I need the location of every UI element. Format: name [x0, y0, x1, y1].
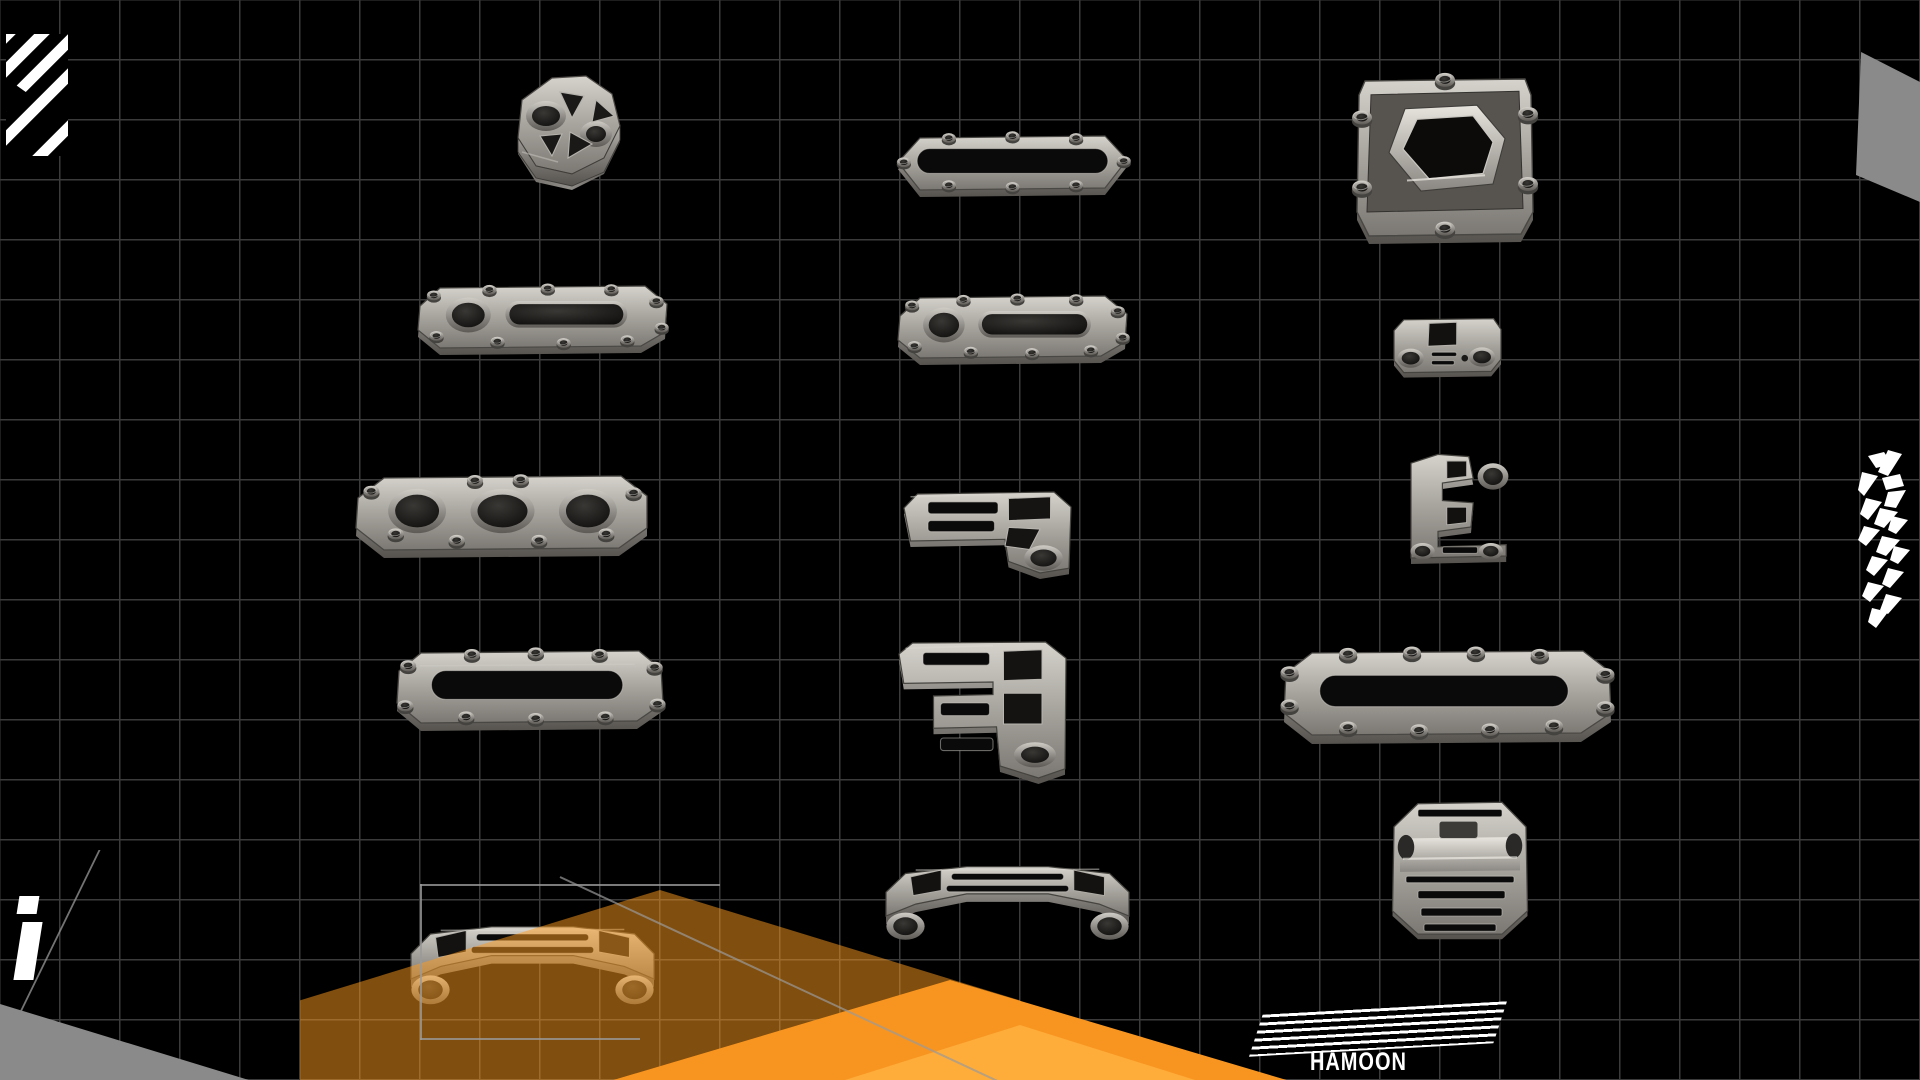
offset-bore-plate[interactable] [890, 290, 1135, 365]
hex-window-flange-plate-render [1351, 72, 1539, 244]
hex-cylinder-head-block-render [517, 75, 621, 190]
logo-wordmark: HAMOON [1310, 1048, 1407, 1076]
c-bracket-double-rib[interactable] [895, 640, 1070, 784]
letter-i-dot [16, 896, 40, 914]
vertical-glyph-right-edge-icon [1858, 450, 1914, 630]
c-bracket-double-rib-render [898, 641, 1067, 784]
l-bracket-upper-render [903, 491, 1072, 579]
offset-bore-plate-render [897, 293, 1130, 365]
twin-bore-manifold-plate[interactable] [410, 280, 675, 355]
finned-cylindrical-housing-render [1391, 801, 1529, 940]
twin-bore-spacer-block-render [1393, 317, 1502, 378]
orange-chevron-bright [600, 980, 1300, 1080]
hamoon-logo: HAMOON [1248, 1001, 1508, 1076]
forked-yoke-bracket-render [1410, 453, 1509, 564]
hex-window-flange-plate[interactable] [1345, 65, 1545, 244]
triple-port-gasket-plate[interactable] [350, 470, 655, 558]
letter-i-stem [13, 922, 43, 980]
chevron-stripes-top-left-icon [6, 34, 68, 156]
arched-cross-member-left-render [410, 926, 655, 1005]
slotted-frame-rail-right[interactable] [1270, 645, 1625, 744]
orange-chevron-light [740, 1025, 1300, 1080]
slotted-frame-rail-right-render [1280, 646, 1615, 744]
slotted-link-bar-top-render [896, 131, 1131, 197]
twin-bore-spacer-block[interactable] [1390, 315, 1505, 378]
letter-i-mark-bottom-left [13, 896, 43, 980]
gray-parallelogram-top-right [1856, 52, 1920, 202]
forked-yoke-bracket[interactable] [1405, 450, 1515, 564]
triple-port-gasket-plate-render [355, 474, 648, 558]
hex-cylinder-head-block[interactable] [500, 70, 625, 190]
slotted-frame-rail-left-render [396, 647, 666, 731]
arched-cross-member-left[interactable] [405, 925, 660, 1015]
finned-cylindrical-housing[interactable] [1385, 795, 1535, 940]
slotted-link-bar-top[interactable] [880, 130, 1145, 197]
arched-cross-member-mid[interactable] [880, 865, 1135, 950]
arched-cross-member-mid-render [885, 866, 1130, 940]
chevron-outline-stroke-c [420, 884, 720, 886]
l-bracket-upper[interactable] [900, 490, 1075, 579]
chevron-outline-stroke-d [420, 1038, 640, 1040]
slotted-frame-rail-left[interactable] [385, 645, 675, 731]
twin-bore-manifold-plate-render [417, 283, 669, 355]
chevron-outline-stroke-a [0, 850, 801, 1080]
